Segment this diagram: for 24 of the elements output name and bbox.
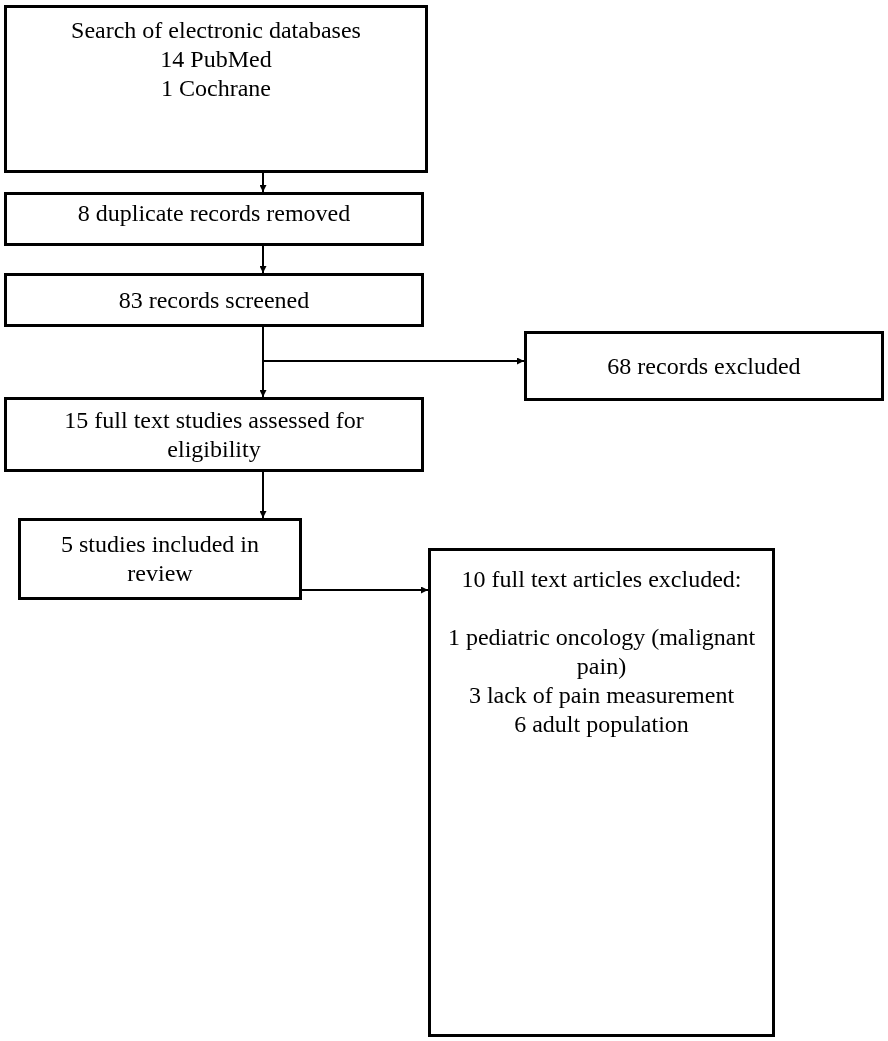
box-text: 6 adult population: [514, 710, 689, 739]
search-box: [4, 5, 428, 173]
box-heading: 83 records screened: [118, 285, 310, 315]
box-heading: 68 records excluded: [607, 351, 801, 381]
result-box: [18, 518, 302, 600]
arrow: [262, 326, 525, 365]
process-box: [4, 397, 424, 472]
arrow: [259, 172, 267, 193]
box-heading: Search of electronic databases: [71, 16, 361, 45]
process-box: [4, 273, 424, 327]
box-text: 14 PubMed: [160, 45, 272, 74]
box-heading: 10 full text articles excluded:: [461, 565, 742, 594]
arrow: [259, 245, 267, 274]
process-box: [4, 192, 424, 246]
box-heading: 8 duplicate records removed: [77, 199, 351, 228]
box-heading: 15 full text studies assessed for eligibility: [63, 405, 365, 464]
exclusion-box: [524, 331, 884, 401]
box-heading: 5 studies included in review: [60, 530, 260, 588]
box-text: 1 pediatric oncology (malignant pain): [446, 623, 757, 681]
arrow: [259, 471, 267, 519]
box-text: 1 Cochrane: [161, 74, 271, 103]
box-text: 3 lack of pain measurement: [468, 681, 735, 710]
exclusion-box: [428, 548, 775, 1037]
arrow: [301, 586, 429, 594]
